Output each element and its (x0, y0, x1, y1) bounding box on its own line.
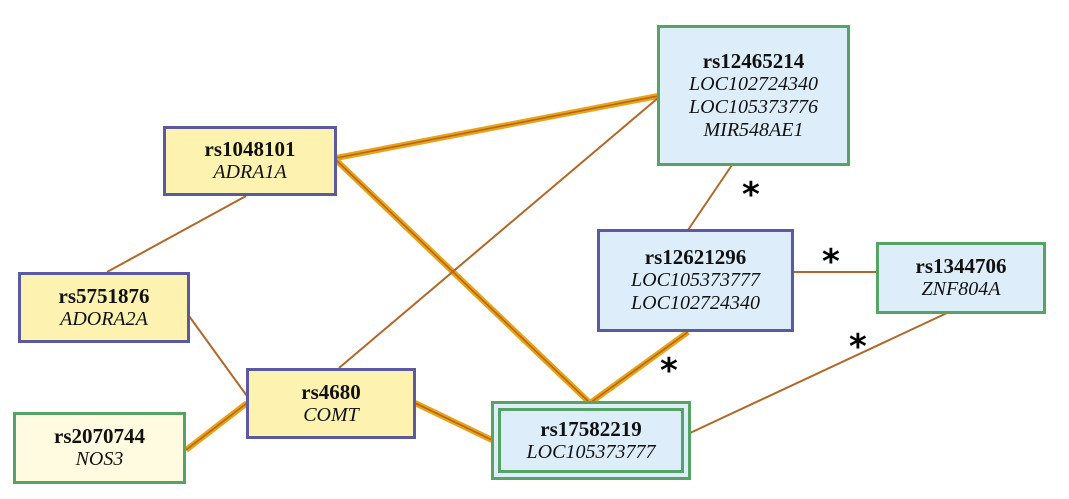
gene-label: LOC102724340 (631, 292, 760, 314)
node-rs12621296[interactable]: rs12621296 LOC105373777 LOC102724340 (597, 229, 794, 332)
node-rs1048101[interactable]: rs1048101 ADRA1A (163, 126, 337, 196)
gene-label: NOS3 (75, 448, 124, 470)
gene-label: ZNF804A (921, 278, 1001, 300)
edge-rs1048101-rs5751876 (106, 195, 247, 273)
node-rs4680[interactable]: rs4680 COMT (246, 368, 416, 439)
edge-rs1048101-rs12465214 (335, 93, 659, 161)
gene-label: LOC105373777 (526, 440, 656, 463)
node-inner-border: rs17582219 LOC105373777 (498, 408, 684, 473)
node-rs1344706[interactable]: rs1344706 ZNF804A (876, 242, 1046, 314)
gene-label: LOC102724340 (689, 72, 818, 95)
gene-label: LOC105373777 (631, 269, 760, 291)
gene-label: ADRA1A (213, 161, 287, 183)
significance-marker: * (660, 351, 678, 391)
snp-label: rs12465214 (702, 48, 805, 73)
edge-rs4680-rs17582219 (413, 400, 494, 443)
edge-rs12621296-rs17582219 (588, 329, 690, 406)
gene-label: MIR548AE1 (703, 118, 804, 141)
snp-label: rs1048101 (204, 137, 296, 161)
gene-label: COMT (303, 403, 359, 426)
node-rs2070744[interactable]: rs2070744 NOS3 (13, 412, 186, 484)
snp-label: rs12621296 (644, 245, 747, 269)
significance-marker: * (849, 327, 867, 367)
edge-rs5751876-rs4680 (188, 315, 248, 397)
gene-label: ADORA2A (60, 307, 148, 330)
significance-marker: * (822, 242, 840, 282)
node-rs5751876[interactable]: rs5751876 ADORA2A (18, 272, 190, 343)
edge-rs2070744-rs4680 (184, 400, 249, 453)
snp-label: rs4680 (301, 379, 361, 404)
edge-rs1048101-rs17582219 (333, 157, 593, 406)
node-rs17582219[interactable]: rs17582219 LOC105373777 (491, 401, 691, 480)
edge-rs4680-rs12465214 (338, 97, 659, 369)
edge-rs12465214-rs12621296 (687, 164, 733, 231)
gene-label: LOC105373776 (689, 95, 818, 118)
snp-label: rs1344706 (915, 254, 1007, 278)
edge-rs1344706-rs17582219 (689, 312, 948, 434)
snp-label: rs5751876 (58, 283, 150, 308)
snp-label: rs2070744 (54, 424, 145, 448)
node-rs12465214[interactable]: rs12465214 LOC102724340 LOC105373776 MIR… (657, 25, 850, 166)
snp-label: rs17582219 (540, 416, 642, 441)
significance-marker: * (742, 175, 760, 215)
